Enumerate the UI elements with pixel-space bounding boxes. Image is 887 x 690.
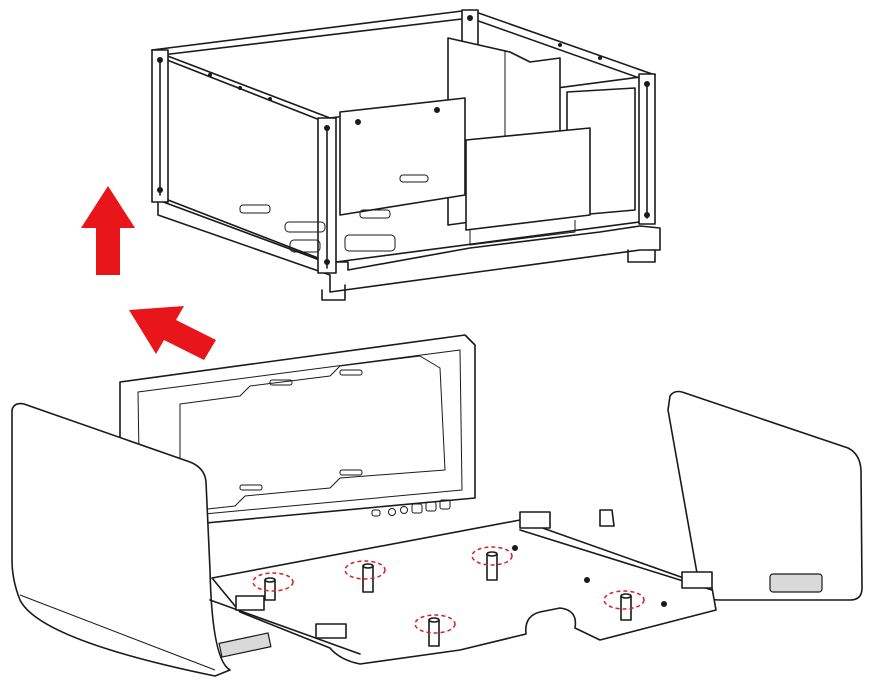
highlight-ring — [344, 560, 386, 580]
chassis-foot-left — [321, 284, 346, 301]
chassis-base-tray — [157, 199, 661, 293]
lift-arrow-up — [81, 186, 135, 275]
rear-top-rail — [151, 9, 656, 76]
standoff-highlights — [252, 546, 645, 634]
highlight-ring — [603, 590, 645, 610]
drive-cage-left — [339, 97, 466, 216]
right-side-wall — [667, 390, 863, 601]
rail-clip-2 — [681, 571, 713, 589]
standoff — [428, 617, 440, 647]
outer-shell — [11, 334, 863, 677]
arrow-up-icon — [81, 186, 135, 275]
highlight-ring — [414, 614, 456, 634]
lift-arrow-diagonal — [129, 306, 216, 360]
front-io-ports — [371, 499, 451, 517]
chassis-foot-right — [627, 249, 656, 263]
right-rail — [519, 529, 713, 591]
fan-cutout — [179, 355, 446, 513]
right-foot-pad — [769, 573, 823, 593]
standoff — [486, 551, 498, 581]
left-side-wall — [11, 402, 231, 677]
highlight-ring — [252, 572, 294, 592]
expansion-bracket — [465, 127, 591, 231]
rail-clip-1 — [519, 511, 551, 529]
standoff — [620, 593, 632, 621]
left-foot-pad — [218, 632, 272, 658]
floor-plate — [211, 519, 717, 665]
arrow-up-right-icon — [129, 306, 216, 360]
highlight-ring — [471, 546, 513, 566]
rail-clip-3 — [235, 595, 265, 611]
left-rail — [209, 599, 361, 655]
standoff — [264, 577, 276, 601]
chassis-frame — [151, 9, 661, 301]
rail-clip-4 — [315, 623, 347, 639]
